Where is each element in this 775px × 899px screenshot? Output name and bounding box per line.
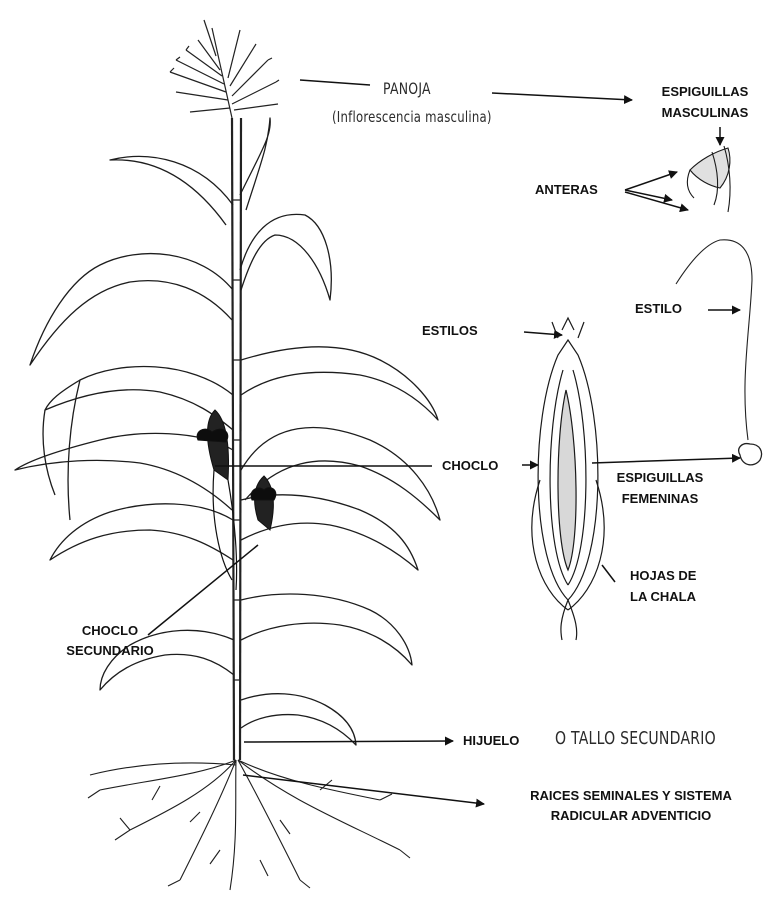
label-espiguillas-femeninas-line1: ESPIGUILLAS: [590, 469, 730, 487]
label-raices-line2: RADICULAR ADVENTICIO: [490, 807, 772, 825]
label-panoja-subtitle: (Inflorescencia masculina): [332, 108, 492, 126]
label-choclo: CHOCLO: [442, 457, 498, 475]
label-panoja: PANOJA: [383, 80, 431, 98]
label-estilos: ESTILOS: [422, 322, 478, 340]
label-choclo-secundario-line1: CHOCLO: [50, 622, 170, 640]
label-hijuelo: HIJUELO: [463, 732, 519, 750]
label-hojas-de-la-chala-line1: HOJAS DE: [630, 567, 696, 585]
male-spikelets-drawing: [687, 146, 730, 212]
label-espiguillas-masculinas-line2: MASCULINAS: [640, 104, 770, 122]
stalk-drawing: [232, 118, 241, 760]
label-choclo-secundario-line2: SECUNDARIO: [50, 642, 170, 660]
roots-drawing: [88, 760, 410, 890]
label-espiguillas-masculinas-line1: ESPIGUILLAS: [640, 83, 770, 101]
label-hojas-de-la-chala-line2: LA CHALA: [630, 588, 696, 606]
label-espiguillas-femeninas-line2: FEMENINAS: [590, 490, 730, 508]
label-estilo: ESTILO: [635, 300, 682, 318]
label-tallo-secundario: O TALLO SECUNDARIO: [555, 730, 716, 748]
label-anteras: ANTERAS: [535, 181, 598, 199]
connector-lines: [148, 80, 740, 804]
silk-style-drawing: [676, 240, 762, 465]
tassel-drawing: [170, 20, 279, 118]
label-raices-line1: RAICES SEMINALES Y SISTEMA: [490, 787, 772, 805]
